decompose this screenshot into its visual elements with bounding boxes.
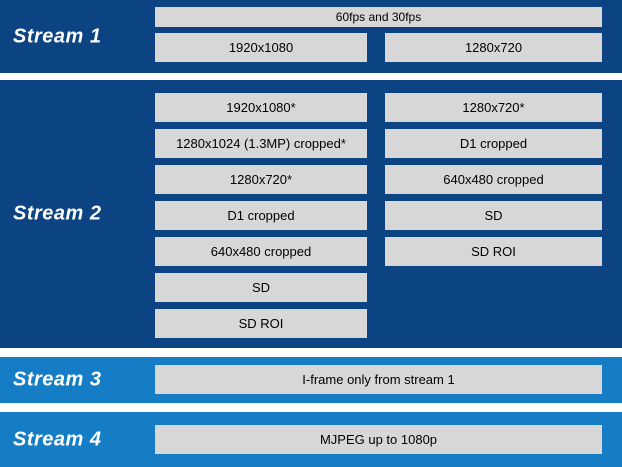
- stream-3-description-box: I-frame only from stream 1: [155, 365, 602, 394]
- stream-1-label: Stream 1: [13, 25, 102, 47]
- stream-1-band: Stream 1 60fps and 30fps 1920x1080 1280x…: [0, 0, 622, 73]
- stream-4-description-box: MJPEG up to 1080p: [155, 425, 602, 454]
- stream-2-resolution-box: SD ROI: [385, 237, 602, 266]
- stream-2-resolution-box: D1 cropped: [385, 129, 602, 158]
- stream-1-resolution-box: 1920x1080: [155, 33, 367, 62]
- stream-1-framerate-box: 60fps and 30fps: [155, 7, 602, 27]
- stream-1-resolution-box: 1280x720: [385, 33, 602, 62]
- stream-2-resolution-box: 640x480 cropped: [385, 165, 602, 194]
- stream-2-resolution-box: SD ROI: [155, 309, 367, 338]
- stream-3-label: Stream 3: [13, 368, 102, 391]
- stream-4-label: Stream 4: [13, 428, 102, 450]
- stream-2-label: Stream 2: [13, 202, 102, 225]
- stream-2-band: Stream 2 1920x1080* 1280x1024 (1.3MP) cr…: [0, 80, 622, 348]
- stream-2-resolution-box: SD: [385, 201, 602, 230]
- stream-2-resolution-box: 1280x720*: [155, 165, 367, 194]
- stream-4-band: Stream 4 MJPEG up to 1080p: [0, 412, 622, 467]
- stream-2-resolution-box: 1280x720*: [385, 93, 602, 122]
- stream-2-resolution-box: SD: [155, 273, 367, 302]
- stream-2-resolution-box: D1 cropped: [155, 201, 367, 230]
- stream-2-resolution-box: 1280x1024 (1.3MP) cropped*: [155, 129, 367, 158]
- stream-3-band: Stream 3 I-frame only from stream 1: [0, 357, 622, 403]
- stream-2-resolution-box: 1920x1080*: [155, 93, 367, 122]
- stream-2-resolution-box: 640x480 cropped: [155, 237, 367, 266]
